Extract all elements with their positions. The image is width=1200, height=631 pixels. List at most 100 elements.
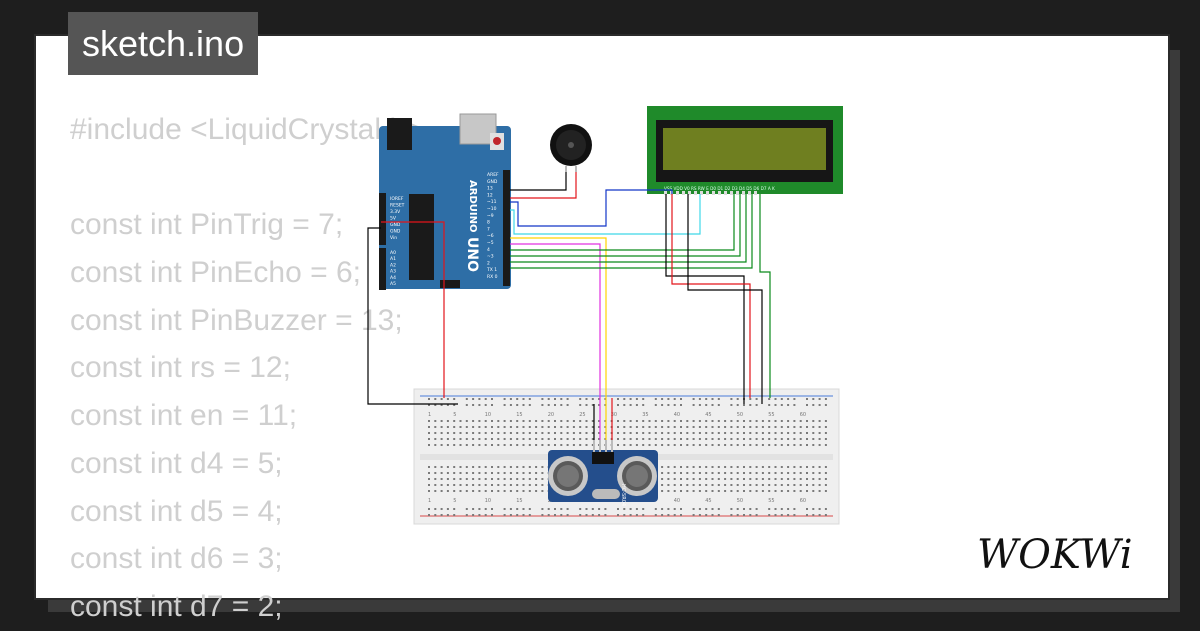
breadboard-hole <box>749 420 752 422</box>
breadboard-hole <box>572 420 575 422</box>
breadboard-hole <box>824 432 827 434</box>
breadboard-hole <box>787 444 790 446</box>
breadboard-hole <box>484 432 487 434</box>
breadboard-hole <box>818 404 821 406</box>
breadboard-hole <box>730 438 733 440</box>
breadboard-hole <box>793 472 796 474</box>
breadboard-hole <box>724 484 727 486</box>
breadboard-hole <box>566 438 569 440</box>
breadboard-hole <box>749 404 752 406</box>
breadboard-hole <box>617 438 619 440</box>
breadboard-hole <box>478 508 481 510</box>
breadboard-hole <box>629 420 632 422</box>
breadboard-hole <box>509 466 512 468</box>
breadboard-hole <box>799 426 802 428</box>
breadboard-hole <box>768 478 771 480</box>
breadboard-hole <box>440 514 443 516</box>
breadboard-hole <box>648 438 651 440</box>
breadboard-hole <box>705 472 708 474</box>
breadboard-hole <box>736 490 739 492</box>
breadboard-hole <box>824 484 827 486</box>
breadboard-hole <box>478 444 481 446</box>
breadboard-hole <box>730 478 733 480</box>
breadboard-hole <box>446 514 449 516</box>
breadboard-hole <box>812 444 815 446</box>
breadboard-hole <box>774 432 777 434</box>
breadboard-hole <box>824 490 827 492</box>
breadboard-hole <box>661 478 664 480</box>
breadboard-hole <box>591 398 594 400</box>
breadboard-hole <box>806 398 808 400</box>
breadboard-hole <box>554 426 556 428</box>
breadboard-hole <box>736 420 739 422</box>
breadboard-hole <box>692 438 695 440</box>
ultrasonic-sensor[interactable]: HC-SR04 <box>548 440 658 506</box>
breadboard-hole <box>698 438 701 440</box>
breadboard-hole <box>761 426 764 428</box>
breadboard-hole <box>648 444 651 446</box>
breadboard-hole <box>705 398 708 400</box>
breadboard-hole <box>572 432 575 434</box>
breadboard-hole <box>497 478 500 480</box>
breadboard-hole <box>818 484 821 486</box>
breadboard-hole <box>541 444 544 446</box>
breadboard-hole <box>491 398 493 400</box>
breadboard-hole <box>440 404 443 406</box>
arduino-power-pin-label: GND <box>390 222 401 228</box>
breadboard-hole <box>768 404 771 406</box>
code-background: #include <LiquidCrystal.h>const int PinT… <box>70 106 424 631</box>
breadboard-hole <box>818 466 821 468</box>
breadboard-hole <box>736 426 739 428</box>
lcd-pin <box>700 191 703 195</box>
breadboard-hole <box>806 472 808 474</box>
arduino-power-pin-label: GND <box>390 229 401 235</box>
breadboard-hole <box>617 432 619 434</box>
breadboard-hole <box>799 438 802 440</box>
breadboard-hole <box>566 420 569 422</box>
breadboard-hole <box>787 508 790 510</box>
breadboard-hole <box>591 432 594 434</box>
lcd-pin <box>706 191 709 195</box>
arduino-digital-pin-label: 2 <box>487 260 490 266</box>
breadboard-hole <box>522 426 525 428</box>
breadboard-hole <box>761 472 764 474</box>
breadboard-hole <box>787 484 790 486</box>
file-tab[interactable]: sketch.ino <box>68 12 259 75</box>
breadboard-hole <box>541 478 544 480</box>
arduino-power-pin-label: 5V <box>390 216 397 222</box>
lcd-display[interactable]: VSS VDD V0 RS RW E D0 D1 D2 D3 D4 D5 D6 … <box>647 106 843 195</box>
breadboard-hole <box>642 508 645 510</box>
breadboard-hole <box>686 444 689 446</box>
breadboard-hole <box>428 426 430 428</box>
breadboard-hole <box>491 466 493 468</box>
breadboard-hole <box>812 420 815 422</box>
breadboard-hole <box>698 426 701 428</box>
breadboard-hole <box>484 398 487 400</box>
breadboard-hole <box>661 508 664 510</box>
breadboard-hole <box>547 398 550 400</box>
breadboard-hole <box>591 404 594 406</box>
arduino-power-pin-label: IOREF <box>390 196 404 202</box>
breadboard-hole <box>434 490 437 492</box>
breadboard-hole <box>478 466 481 468</box>
breadboard-hole <box>749 508 752 510</box>
breadboard-hole <box>579 404 582 406</box>
breadboard-hole <box>692 514 695 516</box>
breadboard-hole <box>774 484 777 486</box>
breadboard-column-label: 45 <box>705 498 711 504</box>
breadboard-hole <box>768 508 771 510</box>
breadboard-hole <box>566 444 569 446</box>
code-line: const int PinTrig = 7; <box>70 208 344 242</box>
code-line: const int d7 = 2; <box>70 589 283 623</box>
lcd-pin <box>742 191 745 195</box>
breadboard-hole <box>654 404 657 406</box>
buzzer[interactable] <box>550 124 592 172</box>
breadboard-hole <box>516 472 519 474</box>
code-line: const int PinEcho = 6; <box>70 256 362 290</box>
breadboard-hole <box>522 420 525 422</box>
breadboard-hole <box>491 426 493 428</box>
breadboard-column-label: 40 <box>674 412 680 418</box>
breadboard-hole <box>560 432 563 434</box>
breadboard-hole <box>554 438 556 440</box>
